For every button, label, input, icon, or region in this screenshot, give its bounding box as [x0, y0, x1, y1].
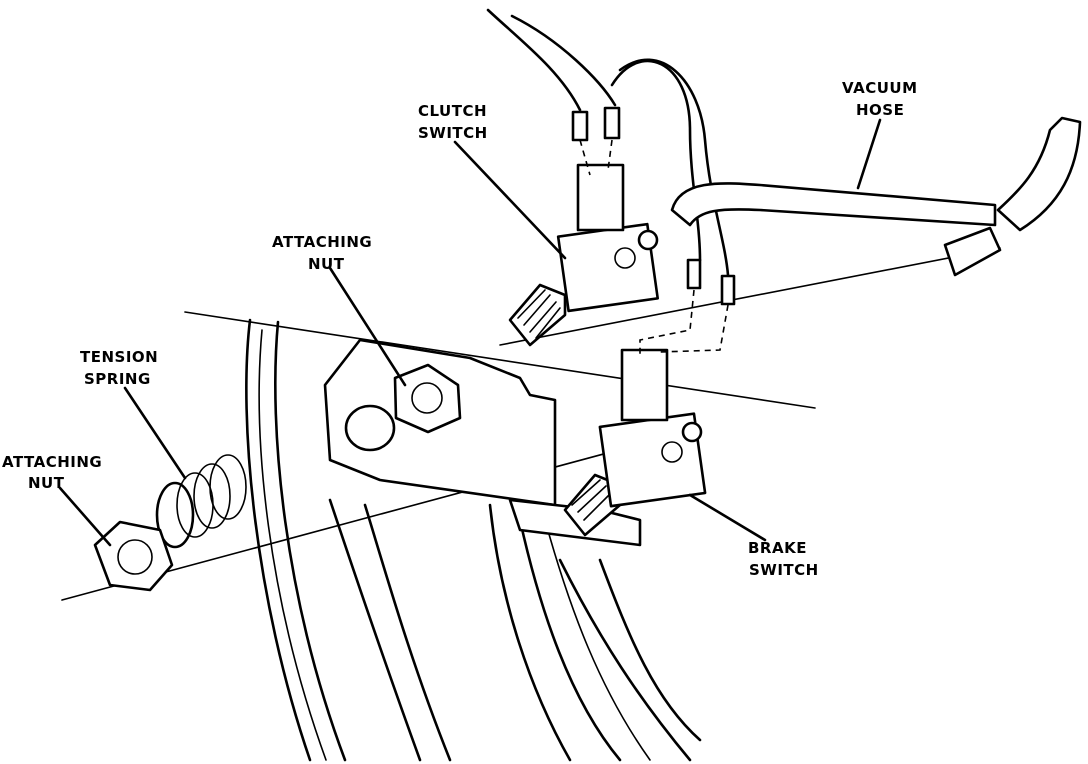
clutch-switch-label-line2: SWITCH — [418, 124, 488, 142]
clutch-switch-label-line1: CLUTCH — [418, 102, 487, 120]
label-clutch-switch: CLUTCH SWITCH — [418, 102, 488, 142]
attaching-nut-lower-label-line2: NUT — [28, 474, 65, 492]
attaching-nut-upper-label-line2: NUT — [308, 255, 345, 273]
reference-lines — [61, 247, 1001, 601]
label-attaching-nut-upper: ATTACHING NUT — [272, 233, 372, 273]
attaching-nut-upper-label-line1: ATTACHING — [272, 233, 372, 251]
label-brake-switch: BRAKE SWITCH — [748, 539, 819, 579]
vacuum-hose-label-line2: HOSE — [856, 101, 904, 119]
brake-switch-label-line1: BRAKE — [748, 539, 807, 557]
brake-switch — [563, 348, 707, 537]
wiring — [486, 8, 736, 355]
attaching-nut-lower-label-line1: ATTACHING — [2, 453, 102, 471]
clutch-switch — [508, 163, 660, 347]
tension-spring-label-line1: TENSION — [80, 348, 158, 366]
vacuum-hose — [670, 116, 1082, 277]
label-tension-spring: TENSION SPRING — [80, 348, 158, 388]
pedal-arm-left — [245, 318, 452, 762]
attaching-nut-lower — [93, 520, 174, 592]
label-vacuum-hose: VACUUM HOSE — [842, 79, 918, 119]
tension-spring — [155, 454, 247, 549]
tension-spring-label-line2: SPRING — [84, 370, 151, 388]
label-attaching-nut-lower: ATTACHING NUT — [2, 453, 102, 492]
vacuum-hose-label-line1: VACUUM — [842, 79, 918, 97]
brake-switch-label-line2: SWITCH — [749, 561, 819, 579]
pedal-arm-right — [488, 503, 702, 762]
leader-lines — [58, 118, 882, 547]
attaching-nut-upper — [393, 363, 462, 434]
